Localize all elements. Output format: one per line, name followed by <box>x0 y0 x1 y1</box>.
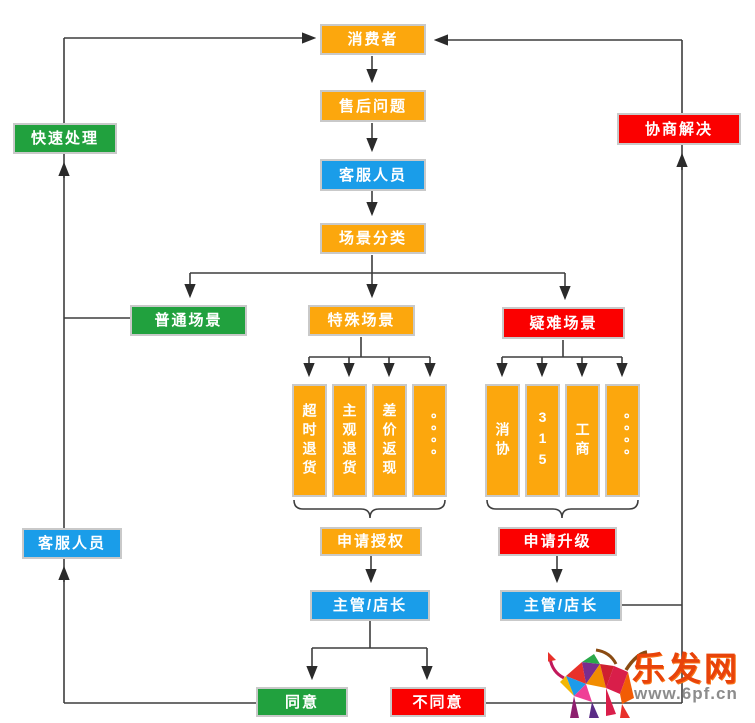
watermark: 乐发网 www.6pf.cn <box>548 640 755 723</box>
node-cs-staff-top-label: 客服人员 <box>338 166 407 184</box>
watermark-site-url: www.6pf.cn <box>634 684 738 703</box>
node-normal-scene-label: 普通场景 <box>154 312 223 329</box>
node-disagree-label: 不同意 <box>412 693 464 711</box>
node-normal-scene: 普通场景 <box>130 305 247 336</box>
brace-difficult-group <box>486 499 639 519</box>
difficult-item-1-label: 消协 <box>494 421 511 460</box>
node-apply-escalation: 申请升级 <box>498 527 617 556</box>
node-aftersales-issue-label: 售后问题 <box>338 97 407 115</box>
node-agree-label: 同意 <box>284 693 319 711</box>
node-manager-right: 主管/店长 <box>500 590 622 621</box>
difficult-branch-line <box>502 340 622 358</box>
node-special-scene: 特殊场景 <box>308 305 415 336</box>
special-item-4-label: 。。。。 <box>421 413 438 468</box>
node-special-item-more: 。。。。 <box>412 384 447 497</box>
node-special-item-price-refund: 差价返现 <box>372 384 407 497</box>
node-difficult-item-more: 。。。。 <box>605 384 640 497</box>
node-difficult-scene-label: 疑难场景 <box>529 314 598 332</box>
node-negotiated-solution-label: 协商解决 <box>644 120 713 138</box>
special-item-2-label: 主观退货 <box>341 402 358 479</box>
special-branch-line <box>309 337 430 358</box>
difficult-item-4-label: 。。。。 <box>614 413 631 468</box>
node-difficult-item-consumer-assoc: 消协 <box>485 384 520 497</box>
node-consumer: 消费者 <box>320 24 426 55</box>
node-agree: 同意 <box>256 687 348 717</box>
node-manager-left-label: 主管/店长 <box>332 597 408 614</box>
node-apply-escalation-label: 申请升级 <box>523 533 592 550</box>
node-aftersales-issue: 售后问题 <box>320 90 426 122</box>
node-disagree: 不同意 <box>390 687 486 717</box>
node-scene-classify: 场景分类 <box>320 223 426 254</box>
node-manager-right-label: 主管/店长 <box>523 597 599 614</box>
node-cs-staff-left: 客服人员 <box>22 528 122 559</box>
special-item-1-label: 超时退货 <box>301 402 318 479</box>
watermark-site-name: 乐发网 <box>632 652 740 688</box>
node-special-item-subjective-return: 主观退货 <box>332 384 367 497</box>
special-item-3-label: 差价返现 <box>381 402 398 479</box>
node-difficult-item-315: 315 <box>525 384 560 497</box>
node-apply-authorization-label: 申请授权 <box>336 533 405 550</box>
node-difficult-item-industry-commerce: 工商 <box>565 384 600 497</box>
node-manager-left: 主管/店长 <box>310 590 430 621</box>
brace-special-group <box>293 499 446 519</box>
node-special-scene-label: 特殊场景 <box>327 312 396 329</box>
difficult-item-3-label: 工商 <box>574 421 591 460</box>
node-difficult-scene: 疑难场景 <box>502 307 625 339</box>
manager-left-branch-line <box>312 621 427 649</box>
node-quick-handle: 快速处理 <box>13 123 117 154</box>
difficult-item-2-label: 315 <box>534 409 551 472</box>
node-special-item-overtime-return: 超时退货 <box>292 384 327 497</box>
node-cs-staff-left-label: 客服人员 <box>37 535 106 552</box>
bull-logo <box>548 648 648 718</box>
classify-branch-line <box>190 255 565 274</box>
node-quick-handle-label: 快速处理 <box>30 130 99 147</box>
node-cs-staff-top: 客服人员 <box>320 159 426 191</box>
node-negotiated-solution: 协商解决 <box>617 113 741 145</box>
node-consumer-label: 消费者 <box>347 31 399 48</box>
node-apply-authorization: 申请授权 <box>320 527 422 556</box>
node-scene-classify-label: 场景分类 <box>338 230 407 247</box>
